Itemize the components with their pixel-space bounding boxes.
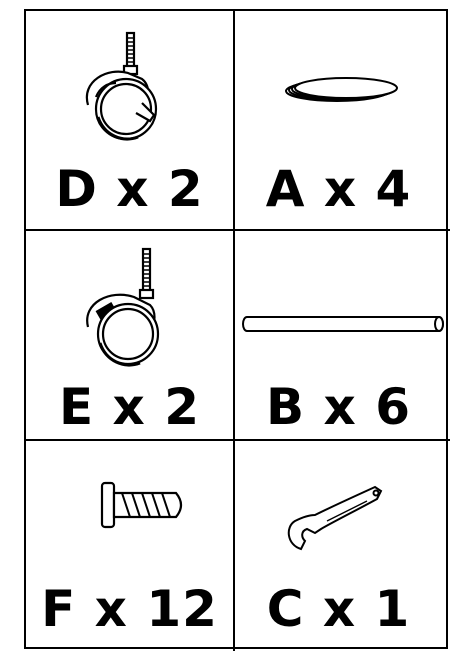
wrench-icon [235, 441, 450, 581]
caster-wheel-with-brake-icon [26, 11, 233, 161]
part-cell-d: D x 2 [26, 11, 233, 229]
part-cell-c: C x 1 [235, 441, 442, 651]
bolt-icon [26, 441, 233, 581]
part-label: E x 2 [26, 379, 233, 435]
part-cell-b: B x 6 [235, 231, 442, 439]
part-cell-a: A x 4 [235, 11, 442, 229]
caster-wheel-icon [26, 231, 233, 381]
part-label: A x 4 [235, 161, 442, 217]
part-label: F x 12 [26, 581, 233, 637]
washer-icon [235, 11, 450, 161]
part-label: C x 1 [235, 581, 442, 637]
part-label: D x 2 [26, 161, 233, 217]
parts-list: D x 2 A x 4 E x [24, 9, 448, 649]
rod-icon [235, 231, 450, 381]
part-cell-e: E x 2 [26, 231, 233, 439]
part-label: B x 6 [235, 379, 442, 435]
part-cell-f: F x 12 [26, 441, 233, 651]
